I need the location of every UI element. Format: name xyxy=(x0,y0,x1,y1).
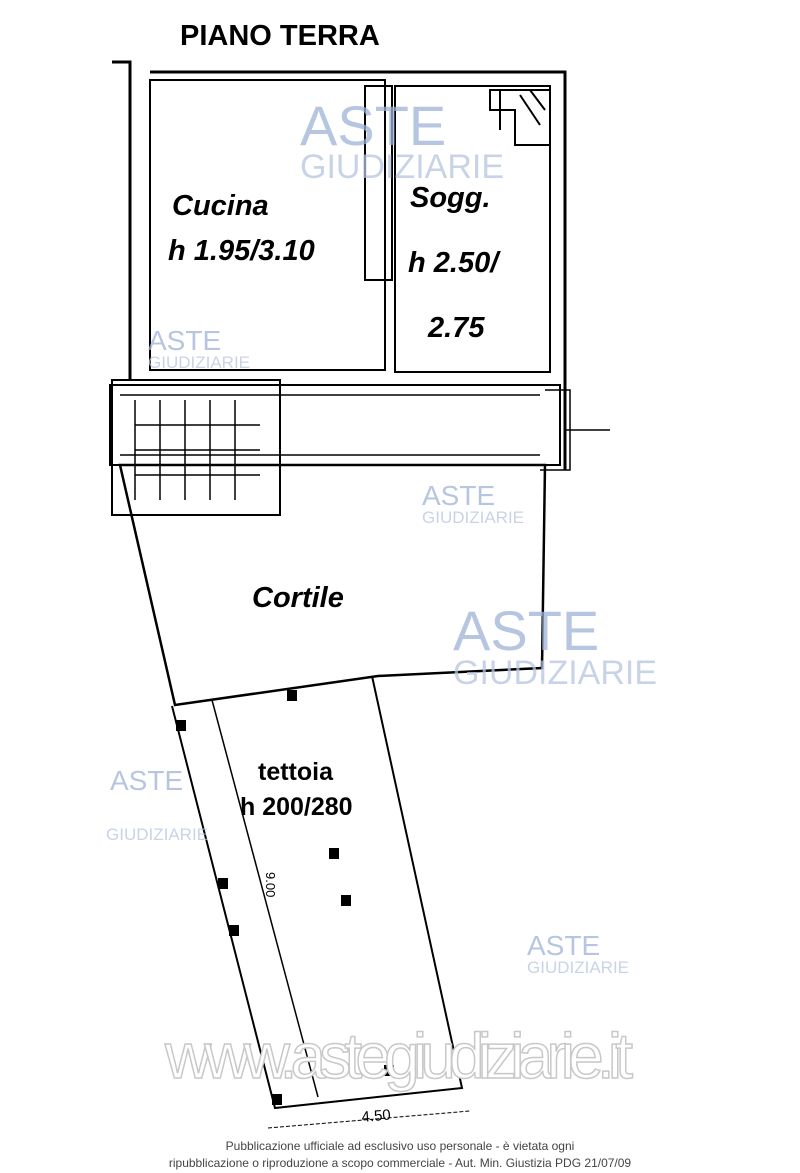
watermark-url: www.astegiudiziarie.it xyxy=(164,1020,633,1092)
room-height-soggiorno-1: h 2.50/ xyxy=(408,247,501,279)
watermark-2: ASTE GIUDIZIARIE xyxy=(148,325,250,372)
footer-line-1: Pubblicazione ufficiale ad esclusivo uso… xyxy=(225,1139,575,1153)
svg-text:ASTE: ASTE xyxy=(422,480,495,511)
watermark-1: ASTE GIUDIZIARIE xyxy=(300,94,504,186)
watermark-5: ASTE GIUDIZIARIE xyxy=(106,765,208,844)
building-walls xyxy=(109,60,610,1129)
svg-text:ASTE: ASTE xyxy=(110,765,183,796)
svg-text:GIUDIZIARIE: GIUDIZIARIE xyxy=(300,148,504,186)
room-name-soggiorno: Sogg. xyxy=(410,182,491,214)
columns xyxy=(176,690,394,1105)
svg-text:ASTE: ASTE xyxy=(300,94,446,157)
room-height-tettoia: h 200/280 xyxy=(240,793,353,821)
svg-text:GIUDIZIARIE: GIUDIZIARIE xyxy=(527,958,629,977)
room-height-cucina: h 1.95/3.10 xyxy=(168,235,315,267)
svg-text:GIUDIZIARIE: GIUDIZIARIE xyxy=(106,825,208,844)
watermark-6: ASTE GIUDIZIARIE xyxy=(527,930,629,977)
room-height-soggiorno-2: 2.75 xyxy=(427,312,485,344)
svg-text:ASTE: ASTE xyxy=(527,930,600,961)
room-name-cucina: Cucina xyxy=(172,190,269,222)
watermark-4: ASTE GIUDIZIARIE xyxy=(453,599,657,692)
footer-line-2: ripubblicazione o riproduzione a scopo c… xyxy=(168,1156,632,1170)
svg-text:ASTE: ASTE xyxy=(148,325,221,356)
room-name-cortile: Cortile xyxy=(252,582,344,614)
dimension-length: 9.00 xyxy=(263,872,278,897)
dimension-width: 4.50 xyxy=(361,1107,392,1126)
room-name-tettoia: tettoia xyxy=(258,758,334,786)
watermark-3: ASTE GIUDIZIARIE xyxy=(422,480,524,527)
plan-title: PIANO TERRA xyxy=(180,20,380,52)
svg-text:GIUDIZIARIE: GIUDIZIARIE xyxy=(148,353,250,372)
svg-text:GIUDIZIARIE: GIUDIZIARIE xyxy=(453,654,657,692)
svg-text:ASTE: ASTE xyxy=(453,599,599,662)
svg-text:GIUDIZIARIE: GIUDIZIARIE xyxy=(422,508,524,527)
